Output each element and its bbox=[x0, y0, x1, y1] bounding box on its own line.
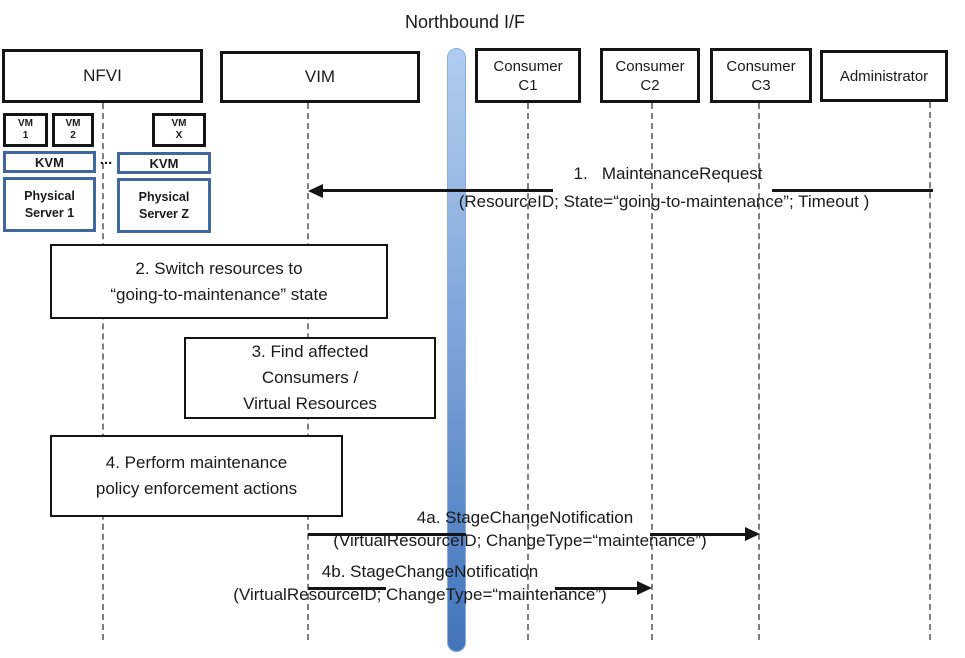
page-title: Northbound I/F bbox=[404, 12, 526, 32]
step3-line1: 3. Find affected bbox=[251, 342, 369, 361]
message-4a-line-right bbox=[650, 533, 747, 536]
lifeline-consumer-c2 bbox=[651, 103, 653, 640]
message-4a-title: 4a. StageChangeNotification bbox=[416, 508, 634, 527]
process-box-step3: 3. Find affected Consumers / Virtual Res… bbox=[184, 337, 436, 419]
actor-consumer-c1-label-line2: C1 bbox=[518, 76, 538, 94]
actor-consumer-c2-label-line1: Consumer bbox=[615, 57, 685, 75]
step2-line1: 2. Switch resources to bbox=[135, 258, 303, 278]
message-4b-params: (VirtualResourceID; ChangeType=“maintena… bbox=[233, 585, 607, 604]
physical-server-1-box: Physical Server 1 bbox=[3, 177, 96, 232]
actor-consumer-c3-label-line1: Consumer bbox=[726, 57, 796, 75]
message-1-arrowhead-left-icon bbox=[308, 184, 323, 198]
vm1-box: VM 1 bbox=[3, 113, 48, 147]
message-4a-arrowhead-right-icon bbox=[745, 527, 760, 541]
actor-administrator-label: Administrator bbox=[839, 67, 929, 85]
step2-line2: “going-to-maintenance” state bbox=[110, 284, 328, 304]
step4-line2: policy enforcement actions bbox=[95, 479, 298, 498]
kvm2-label: KVM bbox=[149, 155, 179, 171]
lifeline-nfvi bbox=[102, 103, 104, 640]
vm2-label-line1: VM bbox=[65, 118, 81, 129]
actor-consumer-c3-label-line2: C3 bbox=[751, 76, 771, 94]
kvm2-box: KVM bbox=[117, 152, 211, 174]
ellipsis-between-kvm: ... bbox=[99, 151, 113, 168]
actor-consumer-c1-label-line1: Consumer bbox=[493, 57, 563, 75]
message-1-line-left bbox=[320, 189, 553, 192]
actor-consumer-c2: Consumer C2 bbox=[600, 48, 700, 103]
kvm1-label: KVM bbox=[35, 154, 64, 170]
physical-server-1-label-line1: Physical bbox=[24, 188, 75, 203]
actor-vim-label: VIM bbox=[304, 67, 336, 86]
message-4b-arrowhead-right-icon bbox=[637, 581, 652, 595]
step3-line3: Virtual Resources bbox=[243, 394, 377, 413]
vm2-label-line2: 2 bbox=[70, 130, 76, 141]
lifeline-consumer-c3 bbox=[758, 103, 760, 640]
message-1-line-right bbox=[772, 189, 933, 192]
step3-line2: Consumers / bbox=[261, 368, 359, 387]
physical-server-z-label-line1: Physical bbox=[138, 189, 190, 204]
message-4a-line-left bbox=[308, 533, 466, 536]
vmx-label-line2: X bbox=[175, 130, 183, 141]
vm1-label-line2: 1 bbox=[22, 130, 29, 141]
vm1-label-line1: VM bbox=[18, 118, 33, 129]
vmx-box: VM X bbox=[152, 113, 206, 147]
kvm1-box: KVM bbox=[3, 151, 96, 173]
vm2-box: VM 2 bbox=[52, 113, 94, 147]
physical-server-z-label-line2: Server Z bbox=[138, 206, 190, 221]
actor-vim: VIM bbox=[220, 51, 420, 103]
message-4b-title: 4b. StageChangeNotification bbox=[321, 562, 539, 581]
message-4b-line-right bbox=[555, 587, 640, 590]
step4-line1: 4. Perform maintenance bbox=[105, 453, 288, 472]
actor-nfvi: NFVI bbox=[2, 49, 203, 103]
message-4a-params: (VirtualResourceID; ChangeType=“maintena… bbox=[333, 531, 707, 550]
northbound-interface-bar bbox=[447, 48, 466, 652]
process-box-step2: 2. Switch resources to “going-to-mainten… bbox=[50, 244, 388, 319]
lifeline-administrator bbox=[929, 102, 931, 640]
process-box-step4: 4. Perform maintenance policy enforcemen… bbox=[50, 435, 343, 517]
message-1-params: (ResourceID; State=“going-to-maintenance… bbox=[458, 192, 870, 211]
actor-consumer-c1: Consumer C1 bbox=[475, 48, 581, 103]
physical-server-1-label-line2: Server 1 bbox=[24, 205, 75, 220]
lifeline-consumer-c1 bbox=[527, 103, 529, 640]
vmx-label-line1: VM bbox=[171, 118, 187, 129]
actor-consumer-c2-label-line2: C2 bbox=[640, 76, 660, 94]
message-4b-line-left bbox=[308, 587, 386, 590]
message-1-title: 1. MaintenanceRequest bbox=[573, 164, 763, 183]
physical-server-z-box: Physical Server Z bbox=[117, 178, 211, 233]
actor-nfvi-label: NFVI bbox=[83, 66, 122, 85]
actor-consumer-c3: Consumer C3 bbox=[710, 48, 812, 103]
actor-administrator: Administrator bbox=[820, 50, 948, 102]
